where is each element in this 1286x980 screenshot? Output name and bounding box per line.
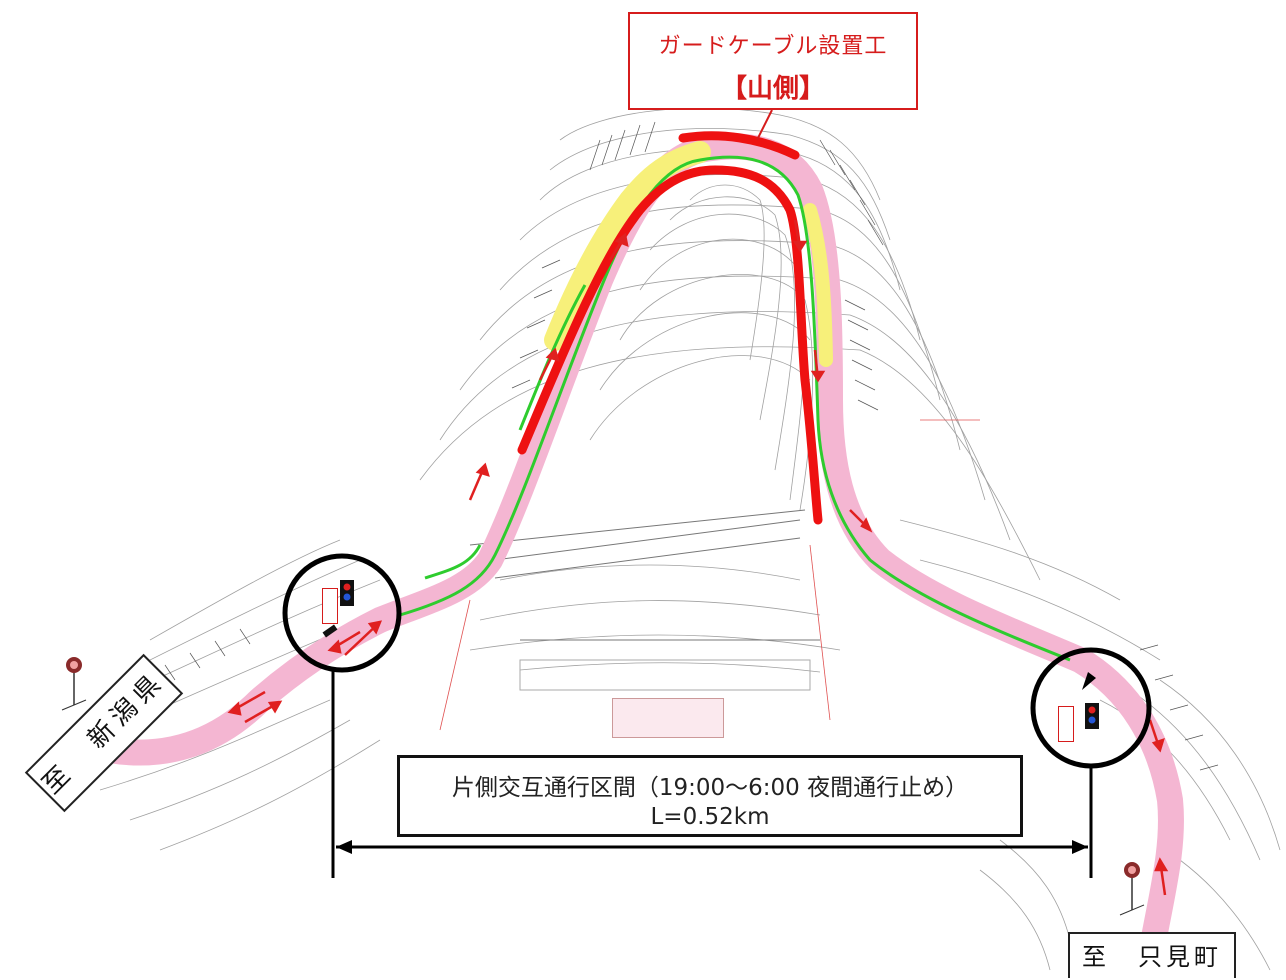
callout-subtitle: 【山側】 — [720, 74, 825, 104]
lower-road — [469, 509, 820, 691]
traffic-direction-arrows — [227, 219, 1169, 896]
warning-sign-icon — [1119, 862, 1145, 916]
dimension-lines — [331, 670, 1093, 878]
design-info-table — [612, 698, 724, 738]
traffic-signal-icon — [340, 580, 354, 606]
work-sign-left — [322, 588, 338, 624]
guard-cable-lines — [517, 131, 823, 525]
road-section — [97, 133, 1184, 973]
work-sign-right — [1058, 706, 1074, 742]
vehicle-marker — [322, 624, 338, 638]
alternating-traffic-section-label: 片側交互通行区間（19:00～6:00 夜間通行止め） L=0.52km — [397, 755, 1023, 837]
road-edge-lines — [399, 155, 1071, 662]
callout-leader — [756, 109, 773, 141]
direction-arrow-icon — [1082, 672, 1096, 690]
guard-cable-zone-right — [803, 203, 833, 367]
warning-sign-icon — [61, 657, 87, 711]
callout-title: ガードケーブル設置工 — [658, 34, 888, 59]
signal-zone-circle-left — [282, 553, 402, 673]
destination-right-label: 至 只見町 — [1068, 932, 1236, 978]
dimension-arrowhead-left — [336, 840, 352, 854]
guard-cable-callout: ガードケーブル設置工 【山側】 — [628, 12, 918, 110]
dimension-arrowhead-right — [1072, 840, 1088, 854]
section-length: L=0.52km — [650, 804, 770, 830]
traffic-signal-icon — [1085, 703, 1099, 729]
red-guide-lines — [439, 419, 980, 731]
section-description: 片側交互通行区間（19:00～6:00 夜間通行止め） — [451, 775, 969, 801]
terrain-contours — [89, 107, 1281, 971]
guard-cable-zone — [544, 141, 711, 351]
